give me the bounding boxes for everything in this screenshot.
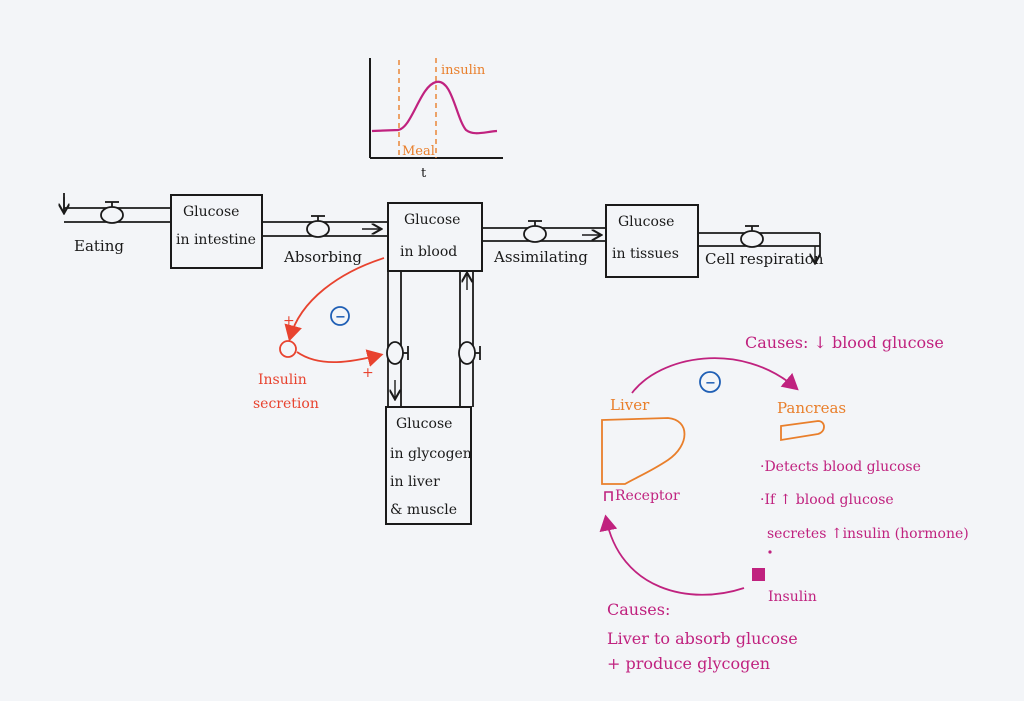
note-dot [768,550,772,554]
stock-intestine-label: Glucose in intestine [176,204,256,248]
stock-blood-label: Glucose in blood [400,212,465,260]
right-balancing-loop-icon [699,371,721,393]
valve-assimilating-icon[interactable] [523,220,547,243]
left-plus-top: + [283,313,295,329]
stock-glucose-intestine[interactable] [170,194,263,269]
causes-bottom-label: Causes: Liver to absorb glucose + produc… [607,600,803,673]
flow-assimilating-label: Assimilating [493,248,588,266]
valve-glycogenesis-icon[interactable] [386,341,409,365]
left-plus-bottom: + [362,365,374,381]
insulin-label: Insulin [768,589,817,605]
valve-absorbing-icon[interactable] [306,215,330,238]
valve-eating-icon[interactable] [100,201,124,224]
insulin-to-receptor-arrow [599,514,745,596]
liver-to-pancreas-arrow [631,357,799,394]
pancreas-label: Pancreas [777,399,846,417]
stock-glucose-tissues[interactable] [605,204,699,278]
liver-shape[interactable] [601,417,686,485]
insulin-graph: insulin Meal t [369,58,503,181]
receptor-label: Receptor [615,488,680,504]
graph-meal-label: Meal [402,144,435,159]
insulin-hormone-icon[interactable] [752,568,765,581]
causes-top-label: Causes: ↓ blood glucose [745,333,944,352]
pancreas-notes: ·Detects blood glucose ·If ↑ blood gluco… [760,459,969,542]
balancing-loop-icon [330,306,350,326]
graph-x-axis-label: t [421,166,427,181]
stock-glycogen-label: Glucose in glycogen in liver & muscle [390,416,476,518]
stock-glucose-glycogen[interactable] [385,406,472,525]
flow-respiration-label: Cell respiration [705,250,824,268]
secretion-to-valve-link [296,349,384,367]
right-loop-sign: − [705,376,716,391]
main-pipe [63,193,821,256]
hormone-feedback-loop: Causes: ↓ blood glucose − Liver Pancreas… [599,333,969,673]
vertical-pipes [387,271,474,407]
pancreas-shape[interactable] [780,420,825,442]
insulin-secretion-node[interactable] [279,340,297,358]
insulin-secretion-label: Insulin secretion [253,372,319,412]
flow-eating-label: Eating [74,237,124,255]
blood-to-secretion-link [284,257,385,342]
stock-glucose-blood[interactable] [387,202,483,272]
glucose-curve [371,80,498,135]
flow-absorbing-label: Absorbing [283,248,362,266]
valve-respiration-icon[interactable] [740,225,764,248]
stock-tissues-label: Glucose in tissues [612,214,679,262]
liver-label: Liver [610,396,650,414]
left-loop-sign: − [335,310,346,325]
valve-glycogenolysis-icon[interactable] [458,341,481,365]
receptor-icon [604,491,613,501]
insulin-feedback-loop: + + Insulin secretion − [253,257,385,412]
graph-insulin-label: insulin [441,63,486,78]
